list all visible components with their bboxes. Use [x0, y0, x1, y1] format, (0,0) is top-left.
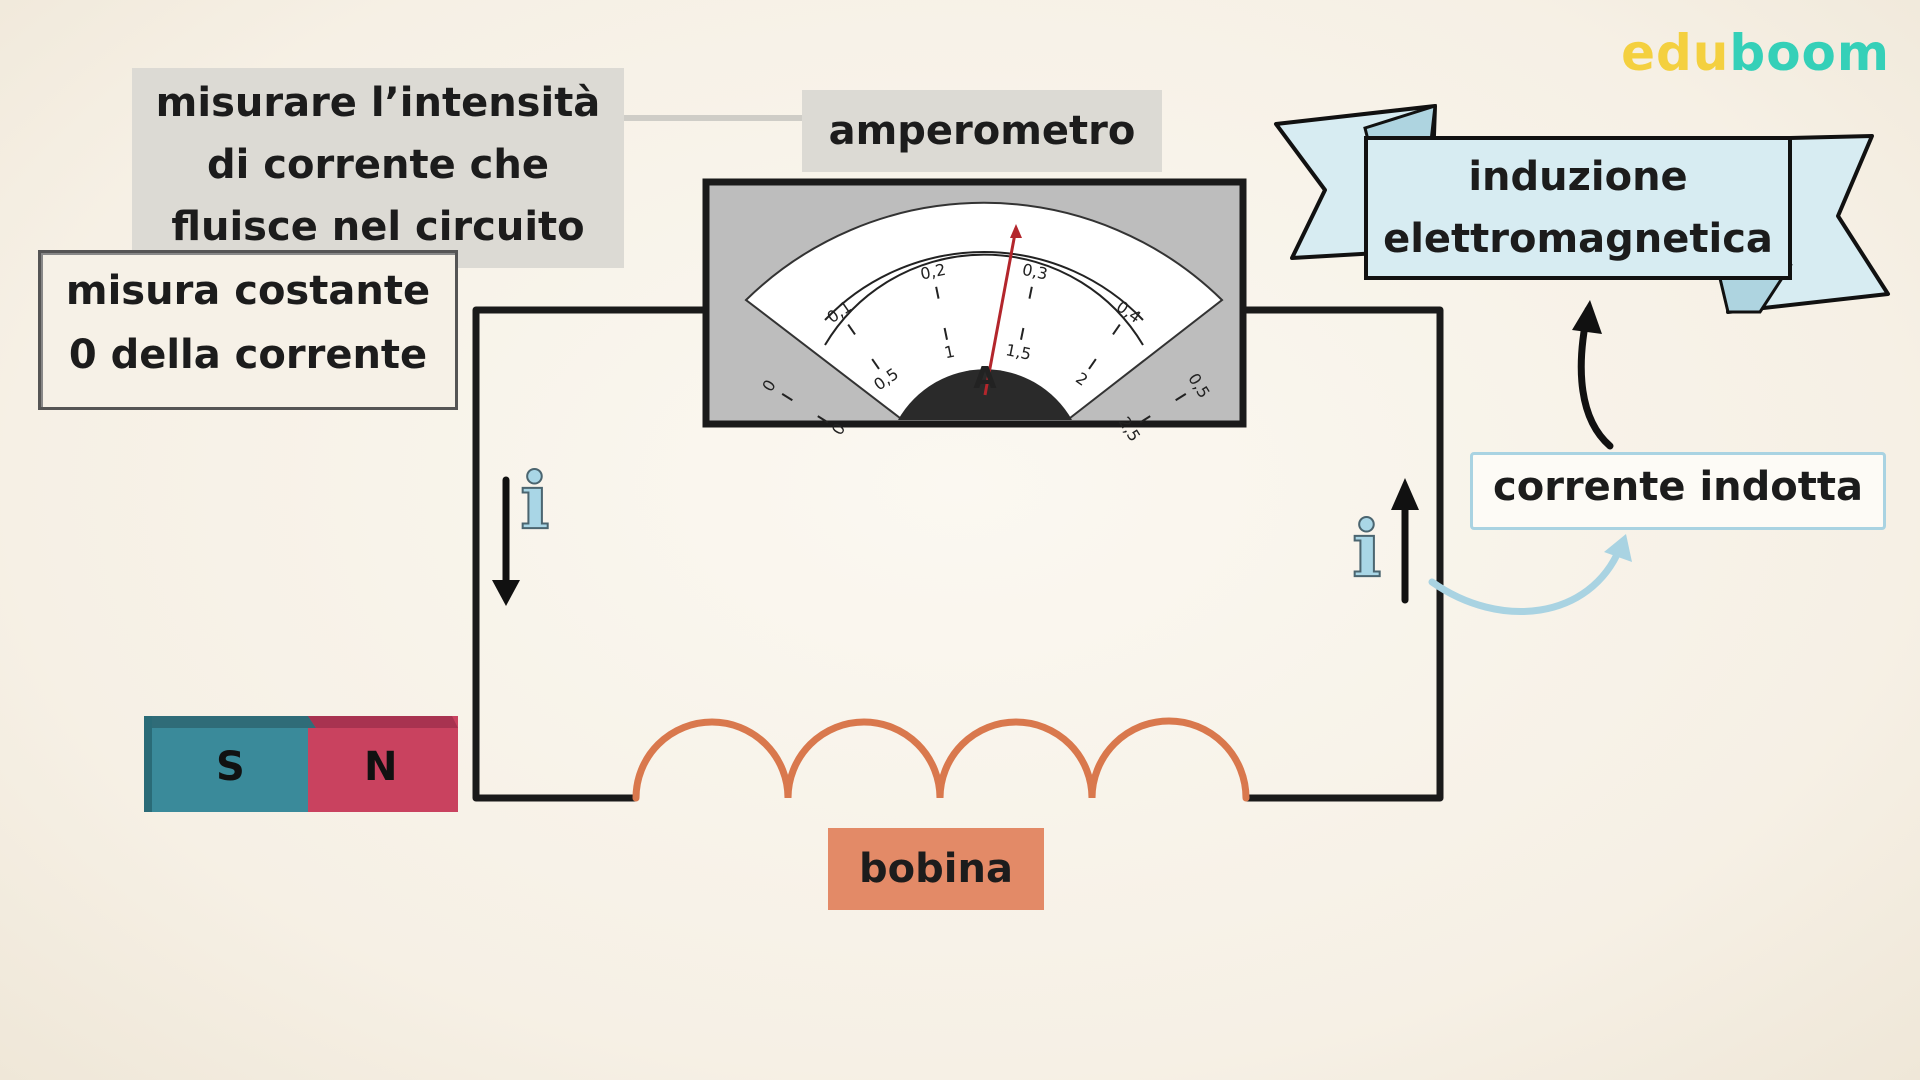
- induced-current-pointer-icon: [1428, 534, 1632, 615]
- bar-magnet: [144, 716, 458, 812]
- purpose-line-3: fluisce nel circuito: [171, 204, 585, 250]
- ammeter-needle: [983, 227, 1018, 396]
- zero-reading-note: misura costante 0 della corrente: [38, 250, 458, 410]
- magnet-south-label: S: [216, 744, 245, 790]
- inner-scale-tick: [1088, 358, 1097, 370]
- ammeter-purpose-note: misurare l’intensità di corrente che flu…: [132, 68, 624, 268]
- inner-scale-tick: [943, 327, 948, 340]
- outer-scale-arc: [824, 251, 1144, 321]
- magnet-left-edge: [144, 716, 152, 812]
- current-arrow-down-icon: [492, 476, 520, 606]
- inner-scale-label: 1: [943, 342, 957, 363]
- purpose-line-1: misurare l’intensità: [155, 80, 601, 126]
- topic-title: induzione elettromagnetica: [1370, 140, 1786, 282]
- outer-scale-label: 0,2: [919, 260, 948, 284]
- inner-scale-tick: [871, 358, 880, 370]
- inner-scale-tick: [1020, 327, 1025, 340]
- zero-note-line-1: misura costante: [65, 268, 431, 314]
- zero-note-line-2: 0 della corrente: [68, 332, 428, 378]
- outer-scale-label: 0,3: [1021, 260, 1050, 284]
- outer-scale-tick: [781, 393, 793, 402]
- purpose-line-2: di corrente che: [206, 142, 549, 188]
- topic-ribbon: [1274, 103, 1890, 314]
- current-symbol-right: i: [1351, 503, 1383, 596]
- inner-scale-label: 1,5: [1004, 340, 1033, 364]
- coil-label-text: bobina: [859, 846, 1013, 892]
- ribbon-main: [1364, 136, 1792, 280]
- topic-line-2: elettromagnetica: [1383, 216, 1773, 262]
- current-arrow-up-icon: [1391, 478, 1419, 604]
- ammeter-title-text: amperometro: [828, 108, 1136, 154]
- outer-scale-tick: [847, 323, 856, 335]
- inner-scale-tick: [817, 415, 829, 424]
- magnet-north-label: N: [364, 744, 398, 790]
- magnet-north-pole: [308, 716, 458, 812]
- induced-current-tag: corrente indotta: [1470, 452, 1886, 530]
- ammeter-unit-label: A: [973, 361, 997, 396]
- outer-scale-tick: [935, 286, 940, 299]
- outer-scale-tick: [1028, 286, 1033, 299]
- needle-tip-icon: [1010, 224, 1022, 238]
- magnet-south-pole: [144, 716, 308, 812]
- coil-label: bobina: [828, 828, 1044, 910]
- inner-scale-arc: [824, 253, 1144, 346]
- logo-part-edu: edu: [1621, 24, 1730, 82]
- eduboom-logo: eduboom: [1621, 24, 1890, 82]
- circuit-wire: [472, 306, 1444, 802]
- topic-line-1: induzione: [1468, 154, 1688, 200]
- magnet-top-edge: [144, 716, 316, 728]
- ammeter-title: amperometro: [802, 90, 1162, 172]
- outer-scale-tick: [1175, 393, 1187, 402]
- current-symbol-left: i: [519, 455, 551, 548]
- induced-current-text: corrente indotta: [1493, 464, 1863, 510]
- coil-winding: [632, 717, 1250, 802]
- leads-to-induction-arrow-icon: [1572, 300, 1614, 450]
- outer-scale-tick: [1112, 323, 1121, 335]
- logo-part-boom: boom: [1729, 24, 1890, 82]
- inner-scale-tick: [1139, 415, 1151, 424]
- magnet-top-edge-north: [308, 716, 458, 728]
